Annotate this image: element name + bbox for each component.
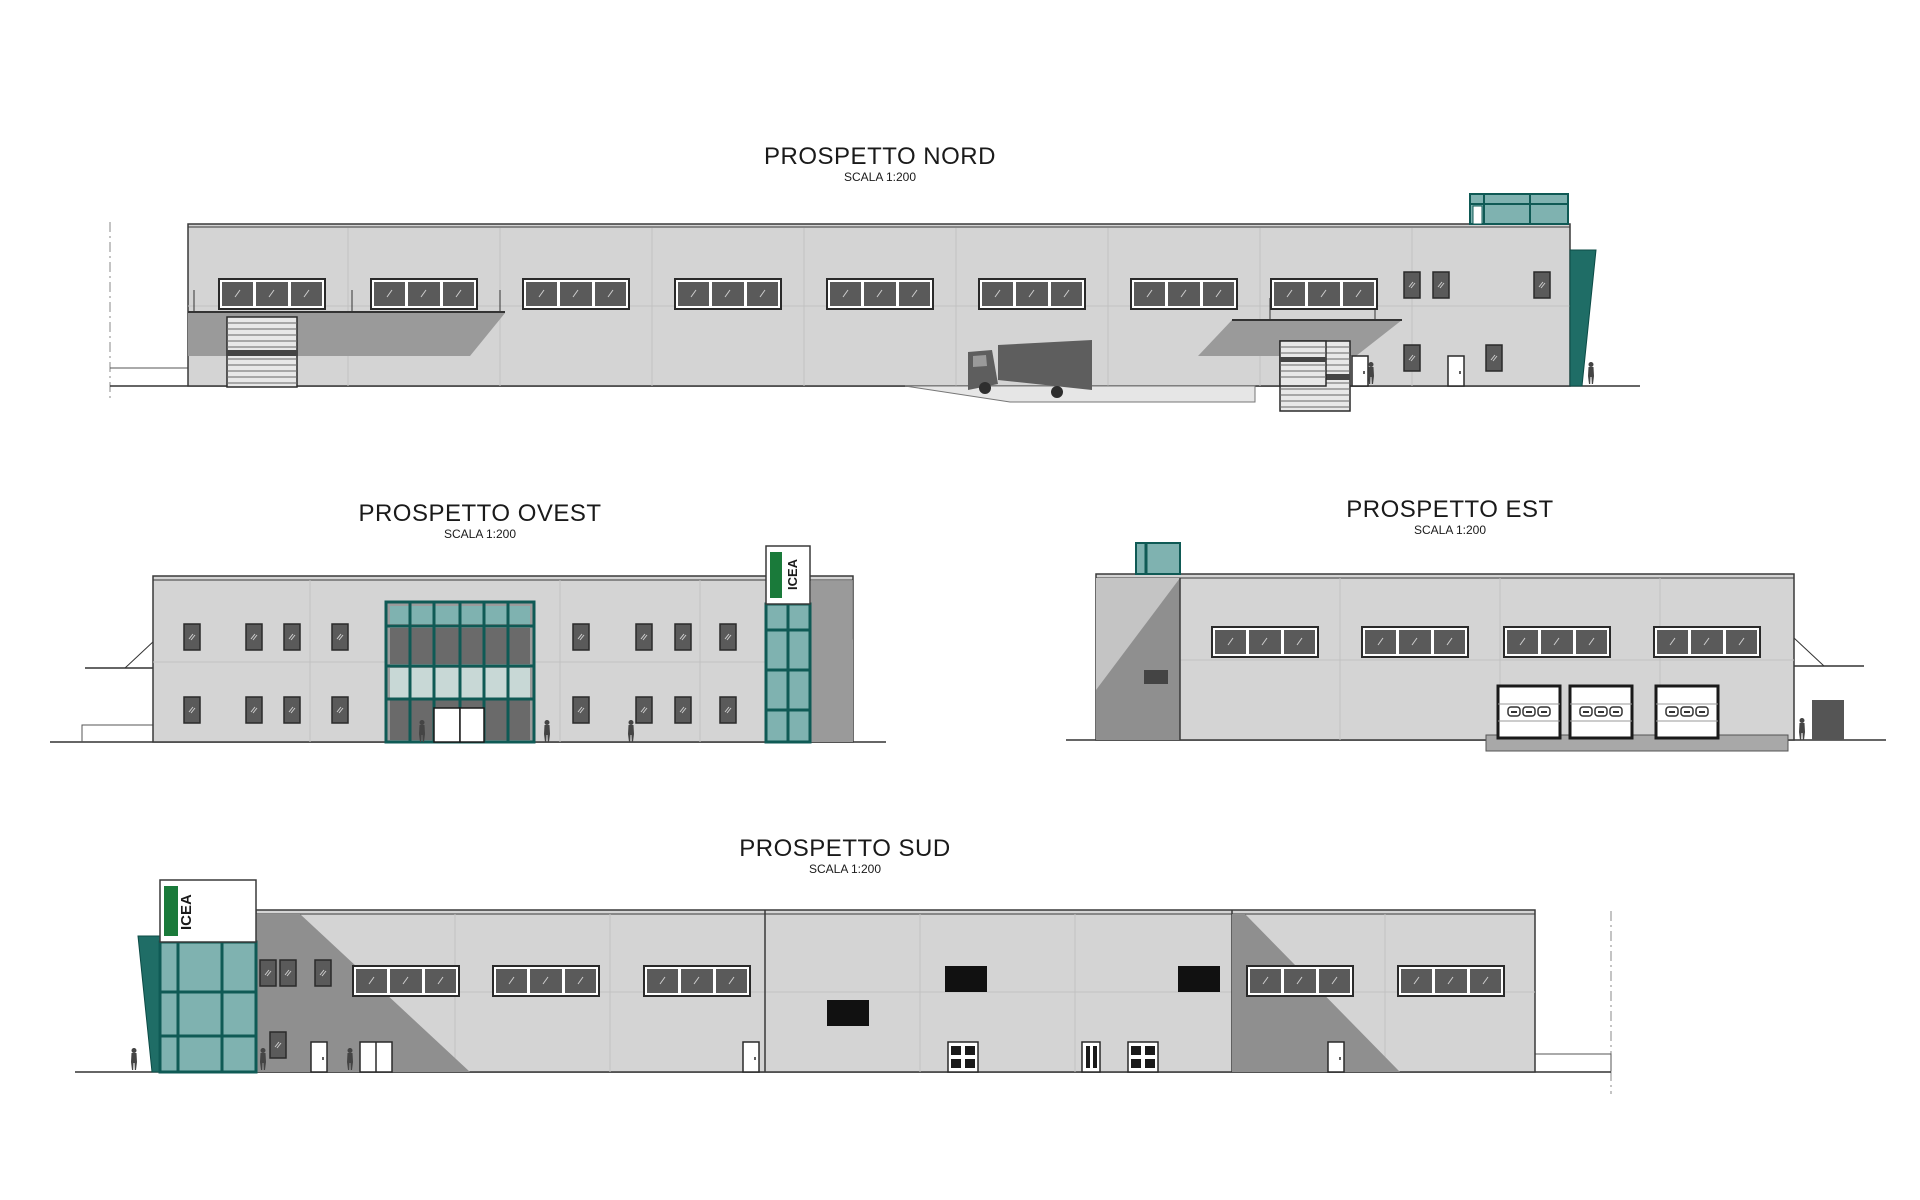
ovest-curtain-wall [384,600,536,744]
person-icon [1799,718,1805,740]
nord-window-band-3 [522,278,630,310]
est-sectional-door-2 [1568,684,1634,740]
ovest-window [283,696,301,724]
ovest-window [331,696,349,724]
nord-window-band-1 [218,278,326,310]
sud-door [1327,1041,1345,1073]
ovest-window [283,623,301,651]
est-sectional-door-3 [1654,684,1720,740]
nord-window-band-2 [370,278,478,310]
ovest-window [719,696,737,724]
elevation-scale-sud: SCALA 1:200 [808,862,882,876]
sud-window [314,959,332,987]
nord-window-band-6 [978,278,1086,310]
ovest-window [572,623,590,651]
elevation-title-nord: PROSPETTO NORD [764,143,996,170]
elevation-title-ovest: PROSPETTO OVEST [358,500,602,527]
est-roof-stair-tower [1135,542,1181,575]
nord-window-office-3 [1533,271,1551,299]
elevation-nord [109,193,1640,412]
elevation-est [1066,542,1886,752]
sud-stair-tower: ICEA [137,879,258,1074]
elevation-scale-nord: SCALA 1:200 [843,170,917,184]
ovest-window [674,623,692,651]
person-icon [1588,362,1594,384]
est-window-band-1 [1211,626,1319,658]
truck-icon [904,340,1256,403]
elevation-scale-est: SCALA 1:200 [1413,523,1487,537]
nord-canopy-wing [1569,249,1597,387]
nord-loading-shutter-1 [226,316,298,388]
sud-door [310,1041,328,1073]
elevation-sud: ICEA [75,879,1612,1094]
ovest-window [719,623,737,651]
ovest-window [183,696,201,724]
sud-window-band-5 [1397,965,1505,997]
nord-window-band-4 [674,278,782,310]
sud-window-band-3 [643,965,751,997]
sud-window-band-2 [492,965,600,997]
sud-service-door [1127,1041,1159,1073]
elevation-title-est: PROSPETTO EST [1346,496,1554,523]
sign-brand-sud: ICEA [178,894,195,930]
nord-window-office-1 [1403,271,1421,299]
elevation-scale-ovest: SCALA 1:200 [443,527,517,541]
ovest-window [245,623,263,651]
ovest-window [183,623,201,651]
sud-service-door [1081,1041,1101,1073]
ovest-window [635,623,653,651]
sign-brand-ovest: ICEA [785,558,800,590]
sud-door [359,1041,393,1073]
nord-window-band-8 [1270,278,1378,310]
sud-window [279,959,297,987]
est-window-band-3 [1503,626,1611,658]
nord-roof-stair-tower [1469,193,1569,225]
sud-door [742,1041,760,1073]
ovest-window [331,623,349,651]
elevation-ovest: ICEA [50,545,886,744]
nord-window-band-7 [1130,278,1238,310]
ovest-window [245,696,263,724]
sud-window-band-4 [1246,965,1354,997]
nord-window-band-5 [826,278,934,310]
sud-vent-opening [945,966,987,992]
nord-door-1 [1351,355,1369,387]
nord-window-office-4 [1403,344,1421,372]
person-icon [131,1048,137,1070]
sud-vent-opening [827,1000,869,1026]
sud-window-band-1 [352,965,460,997]
nord-window-office-5 [1485,344,1503,372]
nord-door-2 [1447,355,1465,387]
ovest-window [572,696,590,724]
sud-service-door [947,1041,979,1073]
ovest-stair-tower: ICEA [764,545,812,744]
ovest-window [674,696,692,724]
est-window-band-2 [1361,626,1469,658]
nord-window-office-2 [1432,271,1450,299]
ovest-window [635,696,653,724]
sud-vent-opening [1178,966,1220,992]
elevation-title-sud: PROSPETTO SUD [739,835,951,862]
est-sectional-door-1 [1496,684,1562,740]
sud-window [269,1031,287,1059]
sud-window [259,959,277,987]
est-window-band-4 [1653,626,1761,658]
